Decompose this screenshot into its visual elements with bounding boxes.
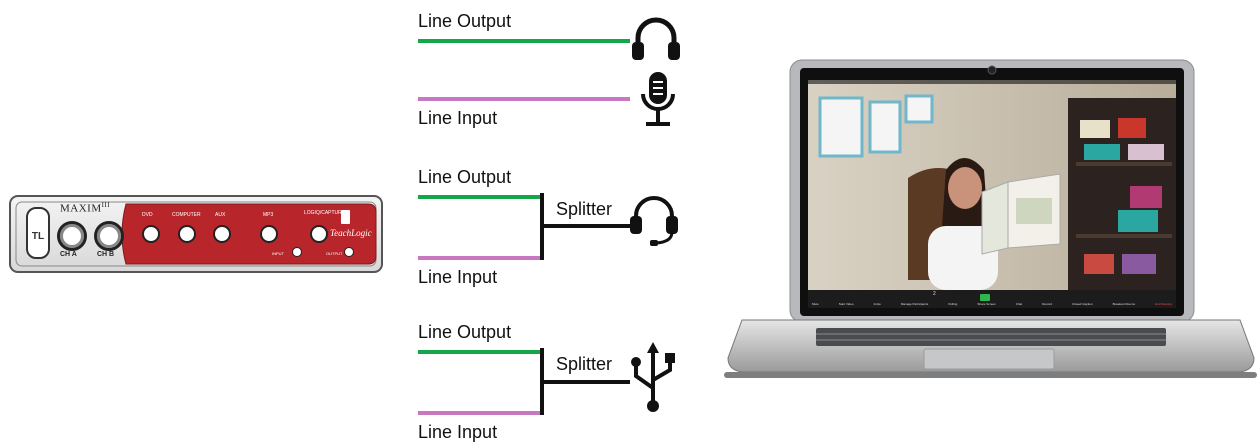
line-input-label-3: Line Input [418,422,498,442]
closed-caption-button[interactable]: Closed Caption [1072,302,1093,306]
knob-label-aux: AUX [215,212,226,218]
teachlogic-logo-icon [341,210,350,224]
splitter-stem-1 [540,224,630,228]
headset-icon [626,192,682,253]
usb-icon [626,340,680,419]
knob-label-computer: COMPUTER [172,212,201,218]
line-input-wire-3 [418,411,544,415]
end-meeting-button[interactable]: End Meeting [1155,302,1172,306]
aux-knob[interactable] [213,225,231,243]
share-screen-button[interactable]: Share Screen [977,302,996,306]
dvd-knob[interactable] [142,225,160,243]
output-jack[interactable] [344,247,354,257]
line-input-wire-2 [418,256,544,260]
device-drawing: TL [9,195,383,273]
splitter-label-2: Splitter [556,354,613,374]
brand-logo: TeachLogic [330,228,372,238]
record-button[interactable]: Record [1042,302,1052,306]
laptop: 2 Mute Start Video Invite Manage Partici… [724,58,1257,381]
line-output-label-2: Line Output [418,167,512,187]
manage-participants-button[interactable]: Manage Participants [900,302,929,306]
knob-label-mp3: MP3 [263,212,274,218]
ch-b-knob[interactable] [94,221,124,251]
ch-b-label: CH B [97,251,115,258]
splitter-label-1: Splitter [556,199,613,219]
input-jack-label: INPUT [272,251,284,256]
ch-a-label: CH A [60,251,77,258]
audio-device: TL MAXIMIII CH A CH B DVD COMPUTER AUX M… [8,194,384,274]
polling-button[interactable]: Polling [948,302,958,306]
line-output-label-1: Line Output [418,11,512,31]
ch-a-knob[interactable] [57,221,87,251]
share-screen-toolbar-icon[interactable] [980,294,990,301]
headphones-icon [630,14,682,67]
input-jack[interactable] [292,247,302,257]
mute-button[interactable]: Mute [812,302,819,306]
line-output-wire-3 [418,350,544,354]
zoom-toolbar: Mute Start Video Invite Manage Participa… [808,300,1176,308]
breakout-rooms-button[interactable]: Breakout Rooms [1112,302,1135,306]
knob-label-dvd: DVD [142,212,153,218]
participant-count: 2 [933,291,936,297]
start-video-button[interactable]: Start Video [838,302,854,306]
knob-label-logiq: LOGIQ/CAPTURE [304,210,346,216]
svg-text:TL: TL [32,231,44,242]
microphone-icon [638,70,678,135]
line-input-wire-1 [418,97,630,101]
line-output-wire-2 [418,195,544,199]
output-jack-label: OUTPUT [326,251,343,256]
line-input-label-2: Line Input [418,267,498,287]
chat-button[interactable]: Chat [1015,302,1023,306]
computer-knob[interactable] [178,225,196,243]
line-output-label-3: Line Output [418,322,512,342]
device-model: MAXIMIII [60,201,111,215]
line-input-label-1: Line Input [418,108,498,128]
logiq-knob[interactable] [310,225,328,243]
line-output-wire-1 [418,39,630,43]
mp3-knob[interactable] [260,225,278,243]
splitter-stem-2 [540,380,630,384]
invite-button[interactable]: Invite [873,302,881,306]
